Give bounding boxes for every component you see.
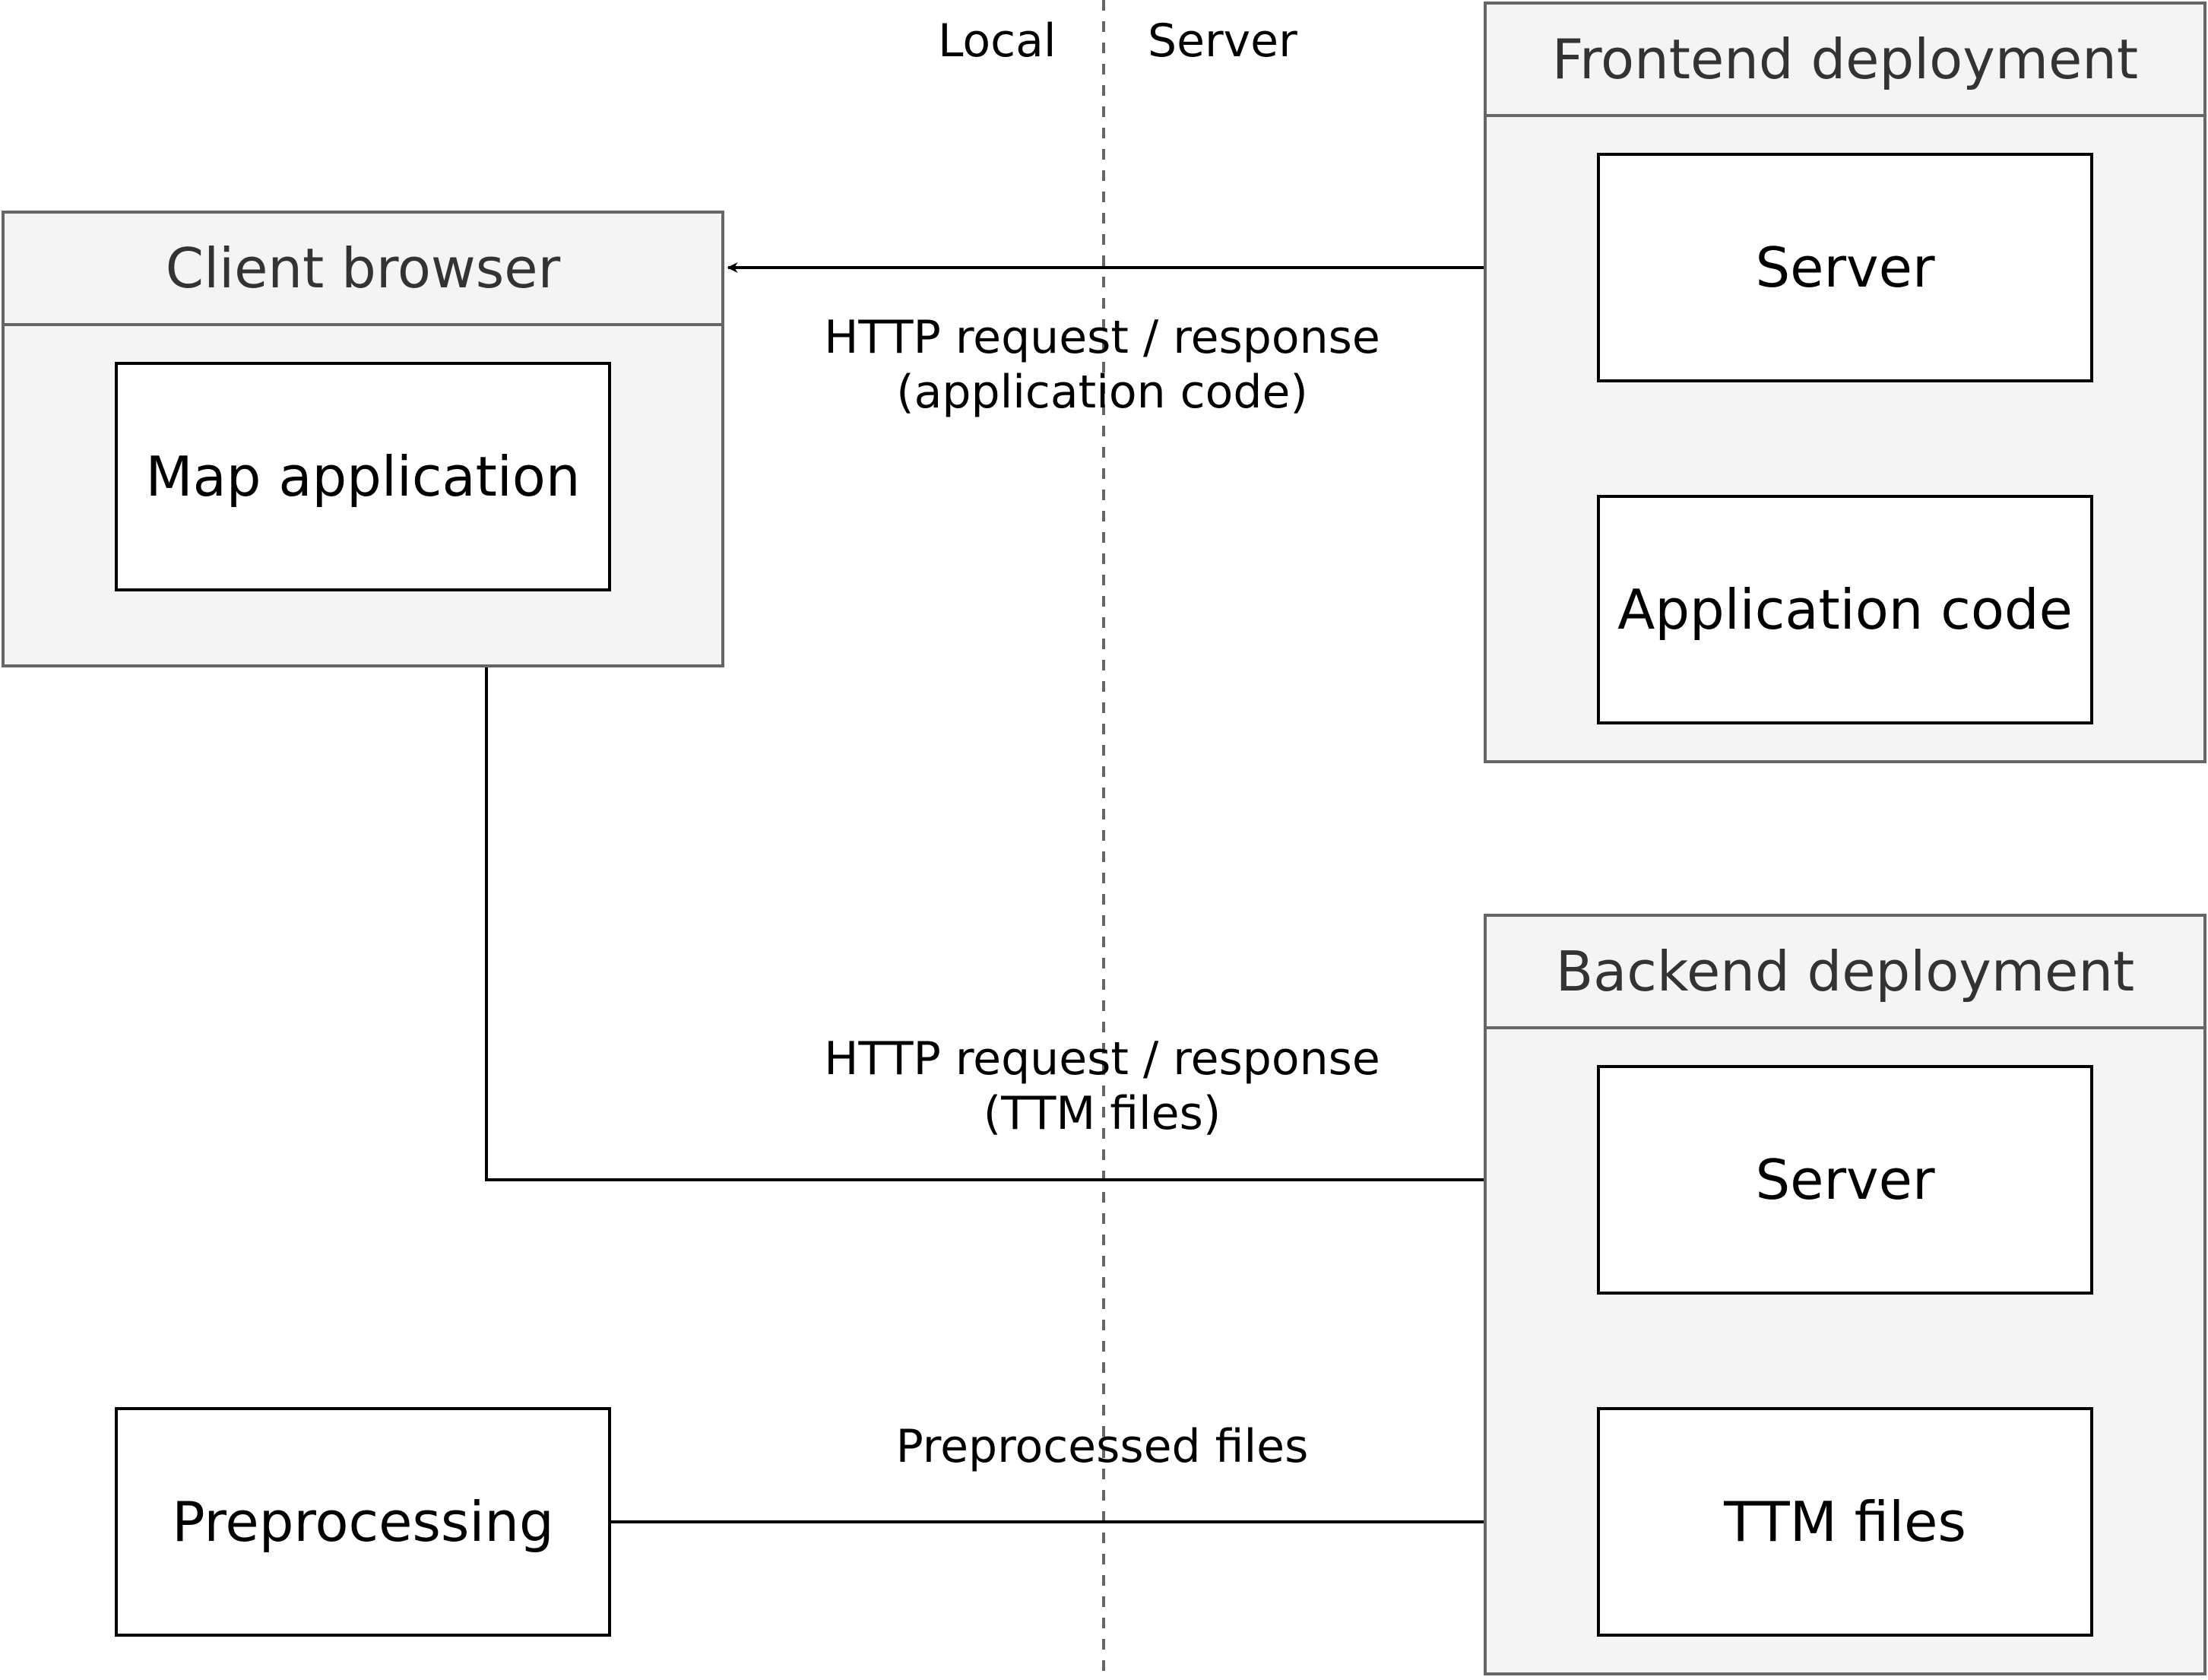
- edge-label-line: (application code): [896, 366, 1308, 419]
- edge-map-app-to-backend-server: [481, 591, 1598, 1185]
- frontend-deployment-title: Frontend deployment: [1487, 5, 2203, 117]
- map-application-node: Map application: [115, 362, 611, 591]
- edge-label-application-code: HTTP request / response (application cod…: [798, 310, 1406, 420]
- frontend-server-node: Server: [1597, 153, 2093, 382]
- local-label: Local: [938, 14, 1056, 68]
- preprocessing-node: Preprocessing: [115, 1407, 611, 1637]
- backend-server-node: Server: [1597, 1065, 2093, 1295]
- server-side-label: Server: [1148, 14, 1297, 68]
- application-code-node: Application code: [1597, 495, 2093, 724]
- edge-label-line: (TTM files): [983, 1087, 1221, 1140]
- client-browser-title: Client browser: [5, 214, 721, 326]
- edge-label-line: HTTP request / response: [824, 311, 1380, 364]
- backend-deployment-title: Backend deployment: [1487, 917, 2203, 1029]
- edge-label-line: Preprocessed files: [895, 1420, 1309, 1473]
- edge-label-preprocessed-files: Preprocessed files: [798, 1419, 1406, 1474]
- edge-label-ttm-files: HTTP request / response (TTM files): [798, 1032, 1406, 1141]
- ttm-files-node: TTM files: [1597, 1407, 2093, 1637]
- edge-label-line: HTTP request / response: [824, 1032, 1380, 1086]
